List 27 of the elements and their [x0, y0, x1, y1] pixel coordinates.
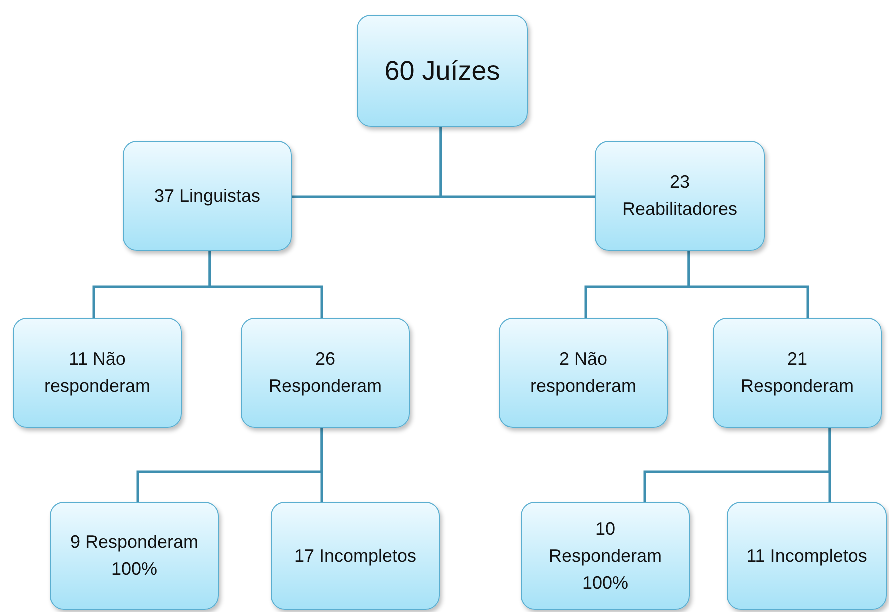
org-box [50, 502, 219, 610]
node-label: 26 Responderam [268, 348, 384, 398]
org-box [123, 141, 292, 251]
connector-line [208, 251, 324, 318]
org-box [595, 141, 765, 251]
connector-line [828, 428, 832, 502]
org-box [271, 502, 440, 610]
org-box [241, 318, 410, 428]
node-label: 21 Responderam [740, 348, 856, 398]
org-box [521, 502, 690, 610]
org-box [499, 318, 668, 428]
node-label: 17 Incompletos [293, 544, 418, 568]
node-label: 11 Incompletos [746, 544, 868, 568]
node-label: 9 Responderam 100% [69, 531, 200, 581]
node-label: 23 Reabilitadores [621, 171, 739, 221]
node-label: 11 Não responderam [43, 348, 152, 398]
connector-line [320, 428, 324, 502]
node-label: 10 Responderam 100% [548, 518, 664, 594]
org-box [13, 318, 182, 428]
node-label: 60 Juízes [384, 54, 502, 88]
connector-line [440, 127, 595, 198]
org-box [727, 502, 887, 610]
node-label: 2 Não responderam [529, 348, 638, 398]
org-box [357, 15, 528, 127]
org-box [713, 318, 882, 428]
node-label: 37 Linguistas [153, 184, 262, 208]
connector-line [688, 251, 810, 318]
